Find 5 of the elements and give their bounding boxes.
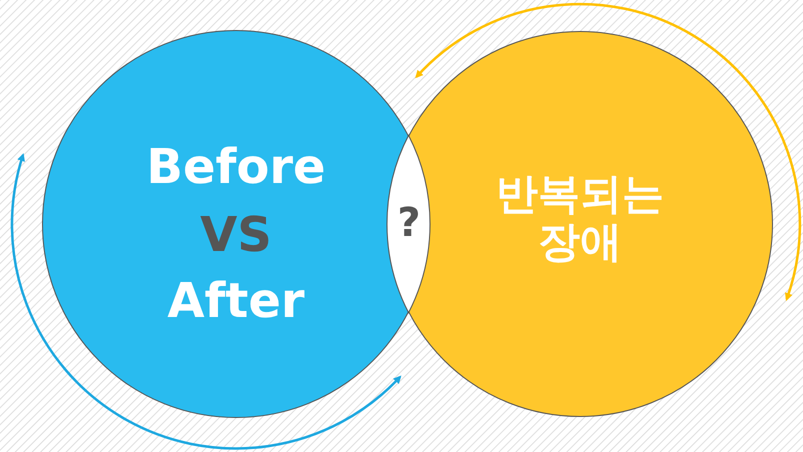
label: ? [396,200,422,246]
label: VS [199,208,273,264]
label: 반복되는 장애 [495,170,665,267]
label: Before [145,140,327,196]
label: After [166,274,306,330]
